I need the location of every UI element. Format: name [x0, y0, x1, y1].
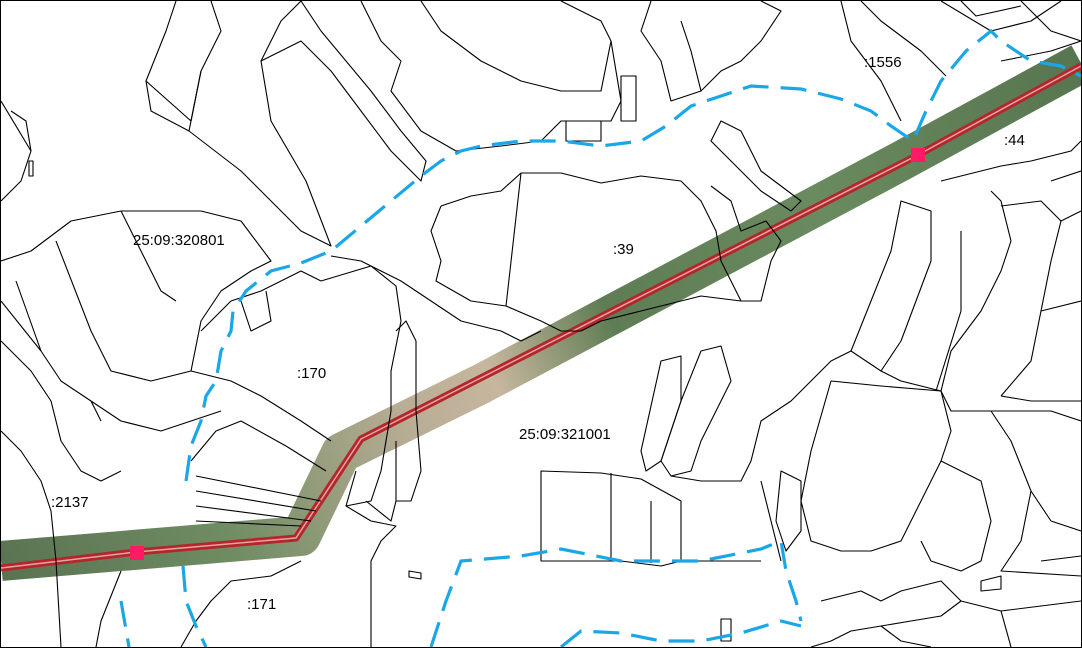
- pipeline: [1, 62, 1081, 572]
- marker-west[interactable]: [130, 546, 144, 560]
- marker-east[interactable]: [911, 148, 925, 162]
- zone-boundary: [119, 28, 1081, 647]
